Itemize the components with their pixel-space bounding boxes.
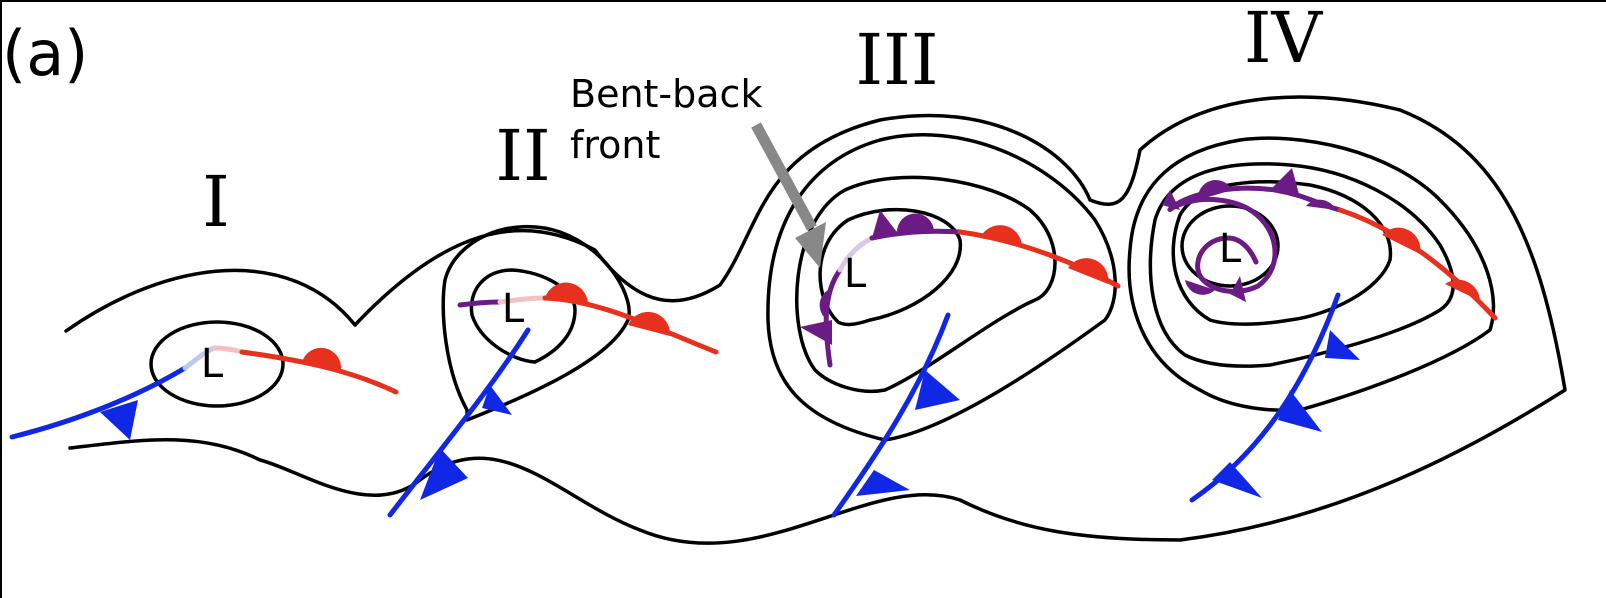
occluded-front-semicircle	[1306, 199, 1336, 210]
warm-front-semicircle	[1445, 279, 1480, 301]
occluded-front-stage-2	[457, 299, 503, 308]
warm-front-semicircle	[545, 282, 589, 305]
isobar-stage-2-outer	[441, 224, 631, 422]
warm-front-semicircle	[1068, 258, 1109, 284]
low-pressure-label: L	[201, 341, 224, 387]
cold-front-triangle	[856, 470, 910, 496]
occluded-front-triangle	[1162, 190, 1180, 210]
cold-front-triangle	[482, 385, 512, 415]
cold-front-triangle	[915, 370, 960, 410]
isobar-stage-3-outer	[766, 133, 1117, 442]
warm-front-semicircle	[628, 311, 671, 336]
annotation-bent-back-line1: Bent-back	[570, 72, 762, 116]
warm-front-semicircle	[302, 347, 342, 370]
bent-back-transition-stage-3	[837, 235, 875, 273]
cold-front-stage-1	[9, 365, 188, 440]
isobar-stage-4-outer	[1127, 136, 1496, 413]
warm-front-semicircle	[1382, 227, 1421, 254]
cold-front-triangle	[1278, 390, 1322, 432]
occluded-front-triangle	[1270, 168, 1300, 198]
stage-label-2: II	[495, 115, 550, 197]
occluded-front-semicircle	[1185, 280, 1215, 295]
bent-back-front-stage-3	[823, 267, 843, 368]
low-pressure-label: L	[844, 251, 867, 297]
occluded-front-triangle	[1230, 276, 1246, 302]
low-pressure-label: L	[1219, 226, 1242, 272]
isobar-stage-4-mid2	[1171, 180, 1393, 326]
occluded-front-triangle	[800, 320, 832, 345]
stage-label-4: IV	[1244, 0, 1324, 79]
warm-front-stage-1	[239, 349, 399, 395]
stage-label-1: I	[202, 161, 230, 243]
panel-label: (a)	[2, 17, 88, 90]
bent-back-arrow-head	[795, 222, 826, 268]
occluded-front-semicircle	[897, 213, 934, 232]
isobar-stage-3-mid	[795, 175, 1057, 393]
warm-front-stage-4	[1337, 207, 1498, 321]
warm-front-transition-stage-2	[497, 295, 548, 305]
cold-front-triangle	[1325, 330, 1360, 360]
occluded-front-semicircle	[819, 290, 828, 318]
cold-front-triangle	[100, 400, 138, 440]
cold-front-stage-2	[387, 327, 531, 518]
low-pressure-label: L	[502, 286, 525, 332]
bent-back-arrow-shaft	[751, 122, 817, 231]
cold-front-stage-4	[1189, 292, 1341, 503]
isobar-stage-4-inner	[1180, 204, 1280, 288]
isobar-stage-1	[149, 320, 285, 408]
annotation-bent-back-line2: front	[570, 123, 660, 167]
isobar-outer-envelope	[64, 95, 1567, 545]
occluded-front-semicircle	[1197, 180, 1232, 200]
cold-front-triangle	[1212, 462, 1262, 498]
occluded-front-spiral-stage-4	[1167, 185, 1343, 294]
cold-front-stage-3	[831, 312, 951, 518]
cold-front-triangle	[420, 448, 468, 500]
stage-label-3: III	[856, 19, 939, 101]
isobar-stage-4-mid	[1148, 162, 1455, 368]
occluded-front-triangle	[872, 210, 900, 238]
warm-front-semicircle	[980, 225, 1022, 246]
